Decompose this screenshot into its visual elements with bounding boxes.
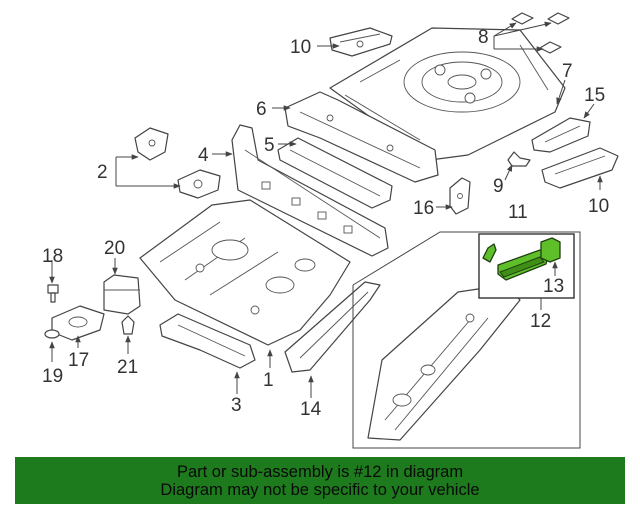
part-11-side-member-assembly[interactable]	[367, 284, 521, 441]
callout-11[interactable]: 11	[508, 202, 528, 223]
callout-1[interactable]: 1	[263, 370, 274, 391]
leader-lines	[49, 21, 603, 398]
part-15-bracket[interactable]	[531, 117, 591, 153]
part-9-clip[interactable]	[507, 151, 531, 167]
part-4-rear-panel[interactable]	[231, 124, 389, 257]
banner-line-1: Part or sub-assembly is #12 in diagram	[176, 462, 464, 481]
notice-banner: Part or sub-assembly is #12 in diagram D…	[15, 457, 625, 504]
callout-5[interactable]: 5	[264, 135, 275, 156]
callout-9[interactable]: 9	[493, 176, 504, 197]
callout-19[interactable]: 19	[42, 366, 63, 387]
part-16-bracket[interactable]	[449, 177, 471, 215]
part-12-bracket-highlighted[interactable]	[497, 249, 549, 281]
callout-18[interactable]: 18	[42, 246, 63, 267]
callout-3[interactable]: 3	[231, 395, 242, 416]
callout-labels: 10 8 7 6 15 5 4 2 9 10 16 11 20 18 13 12…	[42, 27, 609, 420]
callout-21[interactable]: 21	[117, 357, 138, 378]
callout-4[interactable]: 4	[198, 145, 209, 166]
part-13-bracket-highlighted[interactable]	[482, 237, 561, 263]
callout-7[interactable]: 7	[562, 61, 573, 82]
part-5-reinforcement[interactable]	[277, 137, 393, 209]
part-17-pad[interactable]	[51, 305, 105, 341]
part-3-side-member[interactable]	[159, 313, 256, 369]
part-6-rear-cross-member[interactable]	[284, 91, 439, 183]
callout-20[interactable]: 20	[104, 238, 125, 259]
callout-12[interactable]: 12	[530, 311, 551, 332]
callout-13[interactable]: 13	[543, 276, 564, 297]
parts-diagram: 10 8 7 6 15 5 4 2 9 10 16 11 20 18 13 12…	[42, 12, 619, 449]
part-19-grommet[interactable]	[44, 329, 60, 339]
callout-10-lower[interactable]: 10	[588, 196, 609, 217]
part-11-inset	[352, 231, 581, 449]
part-10-upper-bracket[interactable]	[329, 27, 393, 57]
callout-15[interactable]: 15	[584, 85, 605, 106]
callout-6[interactable]: 6	[256, 99, 267, 120]
part-20-mount[interactable]	[103, 274, 141, 315]
part-1-floor-pan[interactable]	[139, 199, 351, 346]
part-18-bolt[interactable]	[47, 284, 59, 303]
part-2-brackets[interactable]	[134, 127, 221, 199]
banner-line-2: Diagram may not be specific to your vehi…	[160, 480, 480, 499]
callout-17[interactable]: 17	[68, 350, 89, 371]
callout-10-upper[interactable]: 10	[290, 37, 311, 58]
callout-14[interactable]: 14	[300, 399, 322, 420]
callout-2[interactable]: 2	[97, 162, 108, 183]
callout-8[interactable]: 8	[478, 27, 489, 48]
part-8-plugs[interactable]	[511, 12, 570, 54]
callout-16[interactable]: 16	[413, 198, 434, 219]
part-10-lower-panel[interactable]	[541, 147, 619, 189]
part-14-side-rail[interactable]	[284, 281, 381, 373]
part-21-clip[interactable]	[121, 315, 135, 335]
